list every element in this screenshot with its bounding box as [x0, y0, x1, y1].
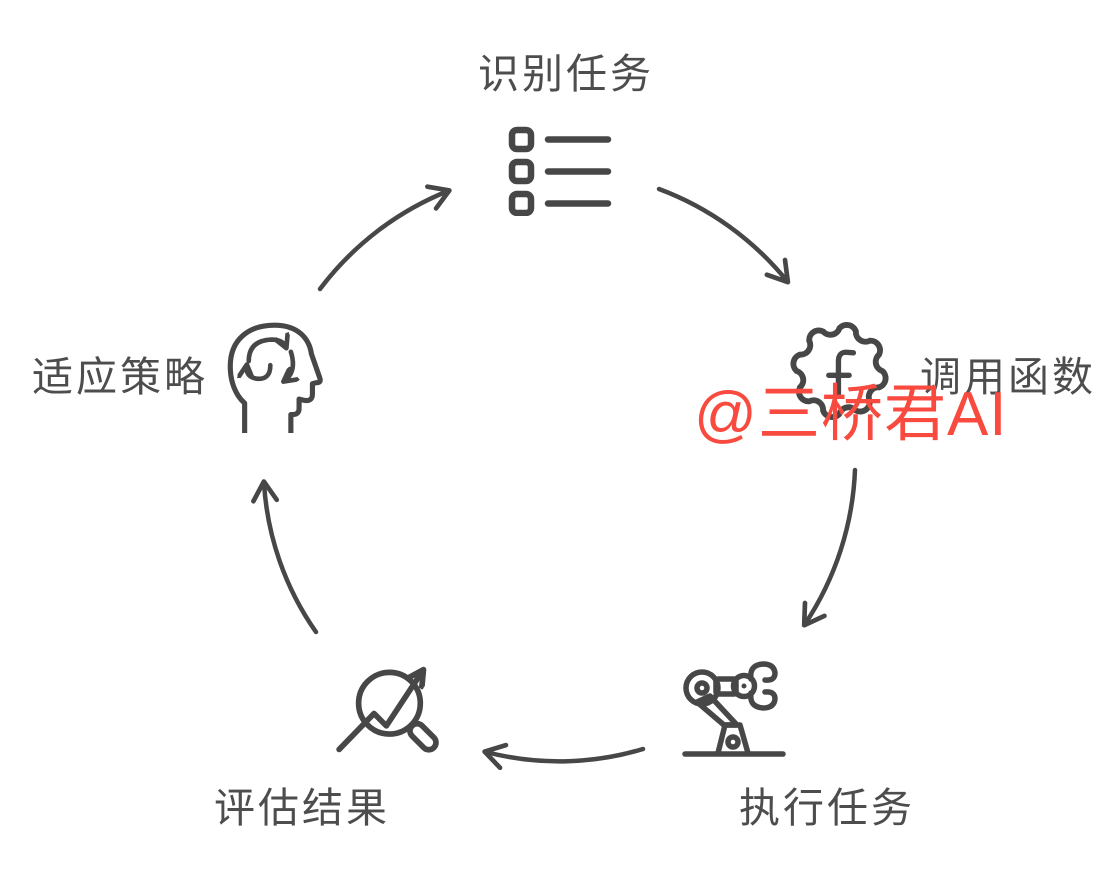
arrow-evaluate-to-adapt	[251, 479, 319, 635]
head-loop-icon	[227, 322, 323, 433]
arrow-identify-to-call	[656, 186, 791, 285]
node-label-evaluate-result: 评估结果	[214, 785, 390, 831]
arrow-adapt-to-identify	[317, 184, 452, 292]
robot-arm-icon	[682, 661, 786, 757]
node-label-identify-task: 识别任务	[478, 51, 654, 97]
task-list-icon	[508, 126, 612, 216]
node-label-execute-task: 执行任务	[739, 785, 915, 831]
watermark-text: @三桥君AI	[694, 380, 1008, 449]
function-gear-icon	[790, 321, 889, 421]
node-label-adapt-strategy: 适应策略	[32, 354, 208, 400]
magnifier-trend-icon	[336, 660, 439, 753]
arrow-call-to-execute	[801, 467, 858, 628]
node-label-call-function: 调用函数	[920, 354, 1096, 400]
arrow-execute-to-evaluate	[482, 742, 646, 771]
